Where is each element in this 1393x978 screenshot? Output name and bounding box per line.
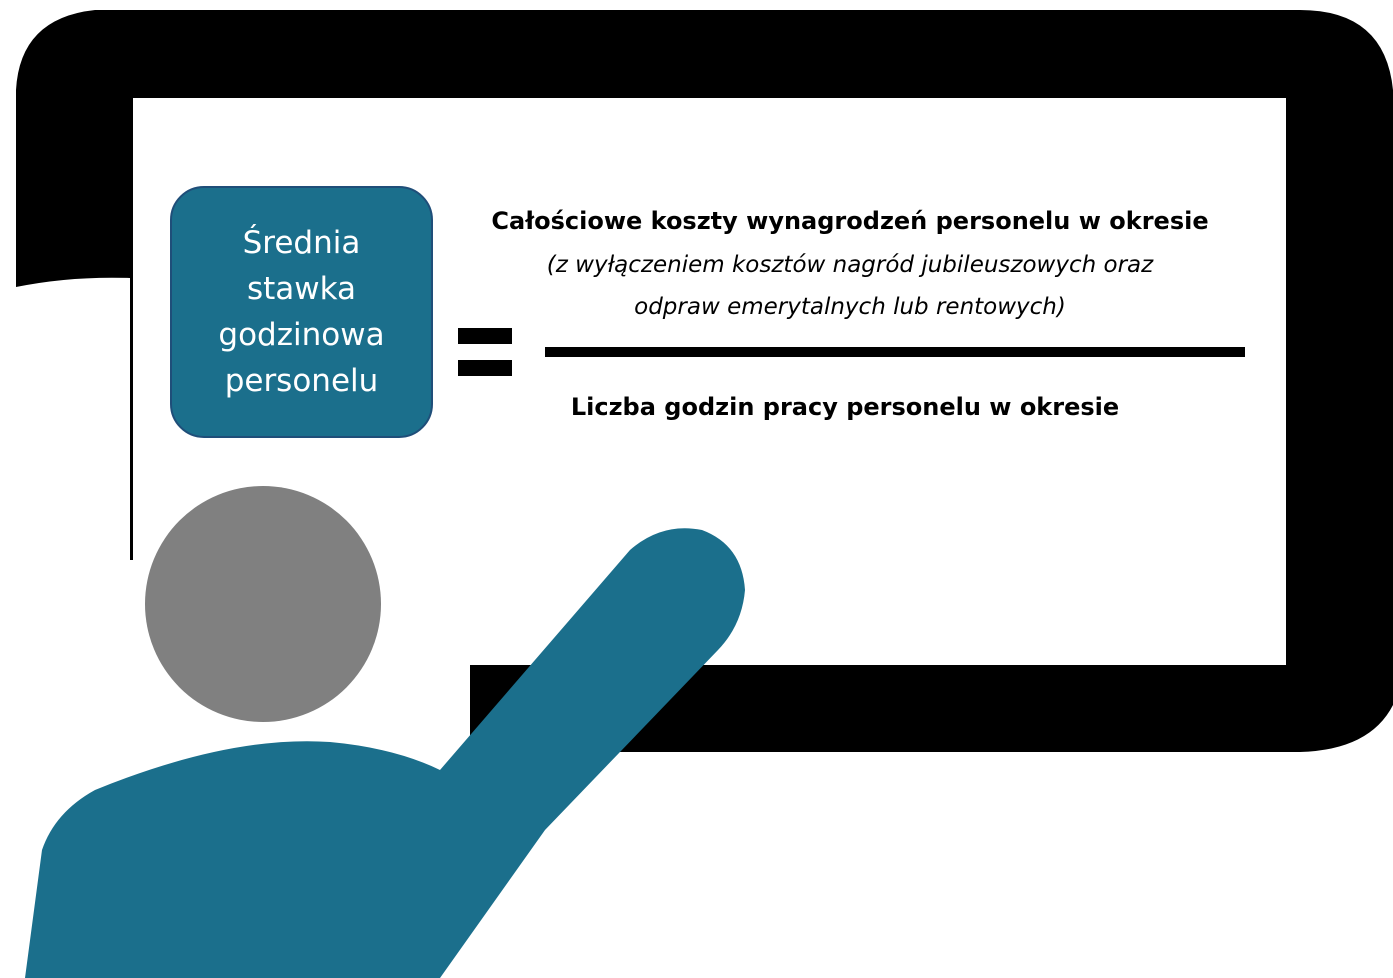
term-line-3: godzinowa	[218, 317, 385, 353]
equals-sign-icon	[458, 328, 512, 376]
term-line-1: Średnia	[242, 225, 361, 261]
equals-bar-bottom	[458, 360, 512, 376]
presenter-pointing-icon	[25, 486, 745, 978]
numerator-note-line-1: (z wyłączeniem kosztów nagród jubileuszo…	[546, 252, 1154, 278]
term-box: Średnia stawka godzinowa personelu	[170, 186, 433, 438]
presenter-body	[25, 528, 745, 978]
equals-bar-top	[458, 328, 512, 344]
presenter-head	[145, 486, 381, 722]
numerator-main: Całościowe koszty wynagrodzeń personelu …	[491, 207, 1209, 235]
term-line-2: stawka	[246, 271, 357, 307]
fraction-numerator: Całościowe koszty wynagrodzeń personelu …	[470, 198, 1230, 328]
fraction-line	[545, 347, 1245, 357]
numerator-note-line-2: odpraw emerytalnych lub rentowych)	[634, 294, 1066, 320]
term-line-4: personelu	[224, 363, 379, 399]
term-label: Średnia stawka godzinowa personelu	[218, 220, 384, 404]
fraction-denominator: Liczba godzin pracy personelu w okresie	[570, 393, 1120, 421]
